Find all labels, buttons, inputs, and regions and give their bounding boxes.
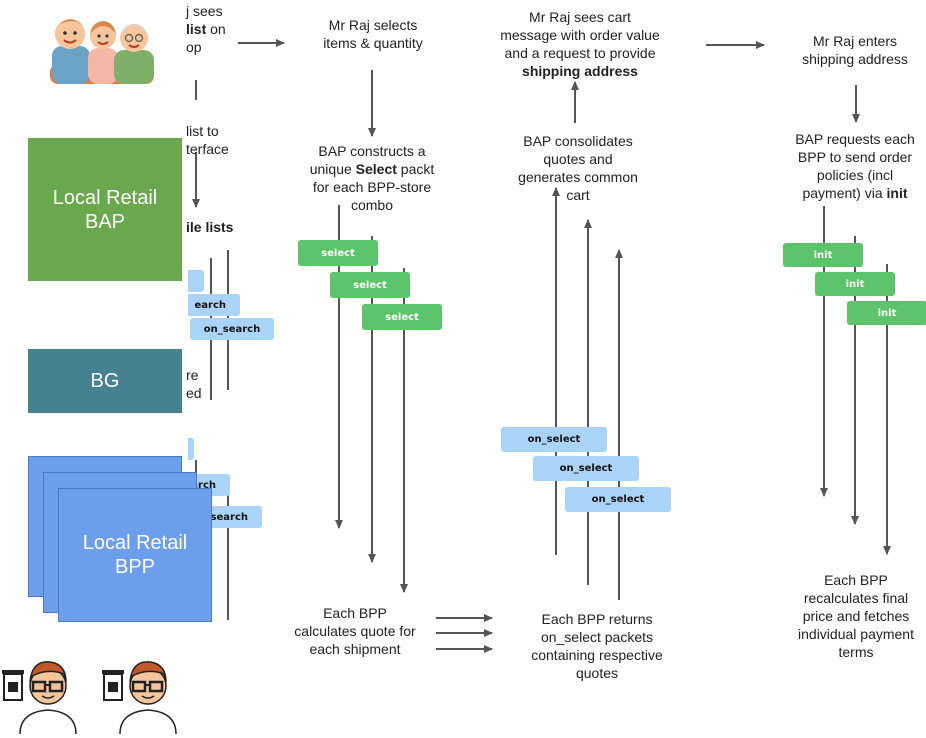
step-1-line-2-bold: list bbox=[186, 21, 207, 37]
init-pill-3: init bbox=[847, 301, 926, 325]
select-pill-1: select bbox=[298, 240, 378, 266]
bap-request-line-3: policies (incl bbox=[816, 167, 894, 183]
bap-request-line-4a: payment) via bbox=[802, 185, 887, 201]
bap-consolidate-line-1: BAP consolidates bbox=[523, 133, 633, 149]
bap-construct-line-1: BAP constructs a bbox=[318, 143, 426, 159]
bpp-return-line-1: Each BPP returns bbox=[541, 611, 653, 627]
left-text-b: ile lists bbox=[186, 219, 234, 235]
bap-request-text: BAP requests each BPP to send order poli… bbox=[780, 130, 926, 202]
bap-request-line-4b: init bbox=[886, 185, 908, 201]
shopkeeper-icon bbox=[102, 661, 177, 735]
bap-request-line-2: BPP to send order bbox=[797, 149, 913, 165]
bpp-return-line-2: on_select packets bbox=[540, 629, 654, 645]
bap-box: Local Retail BAP bbox=[28, 138, 182, 281]
on-select-pill-1: on_select bbox=[501, 427, 607, 452]
bpp-recalc-line-5: terms bbox=[838, 644, 874, 660]
bap-consolidate-line-2: quotes and bbox=[543, 151, 613, 167]
step-3-text: Mr Raj sees cart message with order valu… bbox=[490, 8, 670, 80]
bpp-recalc-text: Each BPP recalculates final price and fe… bbox=[786, 571, 926, 661]
step-3-line-4: shipping address bbox=[522, 63, 638, 79]
left-text-c: re ed bbox=[186, 366, 202, 402]
bap-consolidate-text: BAP consolidates quotes and generates co… bbox=[510, 132, 646, 204]
bpp-recalc-line-1: Each BPP bbox=[824, 572, 888, 588]
step-1-line-2-rest: on bbox=[206, 21, 226, 37]
left-text-a-1: list to bbox=[186, 123, 219, 139]
bap-consolidate-line-4: cart bbox=[566, 187, 590, 203]
step-4-line-1: Mr Raj enters bbox=[812, 33, 898, 49]
step-3-line-3: and a request to provide bbox=[504, 45, 656, 61]
bpp-calc-text: Each BPP calculates quote for each shipm… bbox=[280, 604, 430, 658]
bap-construct-line-4: combo bbox=[350, 197, 394, 213]
bpp-recalc-line-2: recalculates final bbox=[803, 590, 909, 606]
init-pill-2: init bbox=[815, 272, 895, 296]
step-3-line-2: message with order value bbox=[500, 27, 660, 43]
select-pill-2: select bbox=[330, 272, 410, 298]
select-pill-3: select bbox=[362, 304, 442, 330]
left-text-c-1: re bbox=[186, 367, 199, 383]
left-text-c-2: ed bbox=[186, 385, 202, 401]
bap-construct-line-3: for each BPP-store bbox=[312, 179, 432, 195]
bpp-return-line-4: quotes bbox=[575, 665, 619, 681]
bap-construct-line-2a: unique bbox=[309, 161, 356, 177]
step-1-text: j sees list on op bbox=[186, 2, 226, 56]
family-illustration-icon bbox=[50, 19, 154, 84]
bpp-label-2: BPP bbox=[114, 556, 156, 578]
init-pill-1: init bbox=[783, 243, 863, 267]
step-4-line-2: shipping address bbox=[802, 51, 908, 67]
bpp-label-1: Local Retail bbox=[82, 532, 188, 554]
on-search-pill: on_search bbox=[190, 318, 274, 340]
left-text-a: list to terface bbox=[186, 122, 229, 158]
bpp-calc-line-3: each shipment bbox=[309, 641, 401, 657]
on-select-pill-2: on_select bbox=[533, 456, 639, 481]
bpp-return-line-3: containing respective bbox=[531, 647, 663, 663]
bpp-calc-line-2: calculates quote for bbox=[294, 623, 416, 639]
bg-label: BG bbox=[90, 370, 120, 392]
bap-construct-line-2b: Select bbox=[355, 161, 397, 177]
bap-construct-text: BAP constructs a unique Select packt for… bbox=[292, 142, 452, 214]
step-2-line-2: items & quantity bbox=[323, 35, 423, 51]
on-select-pill-3: on_select bbox=[565, 487, 671, 512]
left-text-a-2: terface bbox=[186, 141, 229, 157]
step-2-line-1: Mr Raj selects bbox=[328, 17, 418, 33]
bap-consolidate-line-3: generates common bbox=[518, 169, 638, 185]
bap-request-line-1: BAP requests each bbox=[795, 131, 915, 147]
bap-label-2: BAP bbox=[84, 210, 126, 233]
bpp-box: Local Retail BPP bbox=[58, 488, 212, 622]
bpp-calc-line-1: Each BPP bbox=[323, 605, 387, 621]
bap-construct-line-2c: packt bbox=[396, 161, 435, 177]
step-3-line-1: Mr Raj sees cart bbox=[529, 9, 631, 25]
bg-box: BG bbox=[28, 349, 182, 413]
bpp-return-text: Each BPP returns on_select packets conta… bbox=[514, 610, 680, 682]
bpp-recalc-line-3: price and fetches bbox=[802, 608, 910, 624]
step-1-line-1: j sees bbox=[186, 3, 223, 19]
step-4-text: Mr Raj enters shipping address bbox=[780, 32, 926, 68]
bap-label-1: Local Retail bbox=[52, 186, 158, 209]
step-2-text: Mr Raj selects items & quantity bbox=[296, 16, 450, 52]
shopkeeper-icon bbox=[2, 661, 77, 735]
bpp-recalc-line-4: individual payment bbox=[798, 626, 914, 642]
step-1-line-3: op bbox=[186, 39, 202, 55]
